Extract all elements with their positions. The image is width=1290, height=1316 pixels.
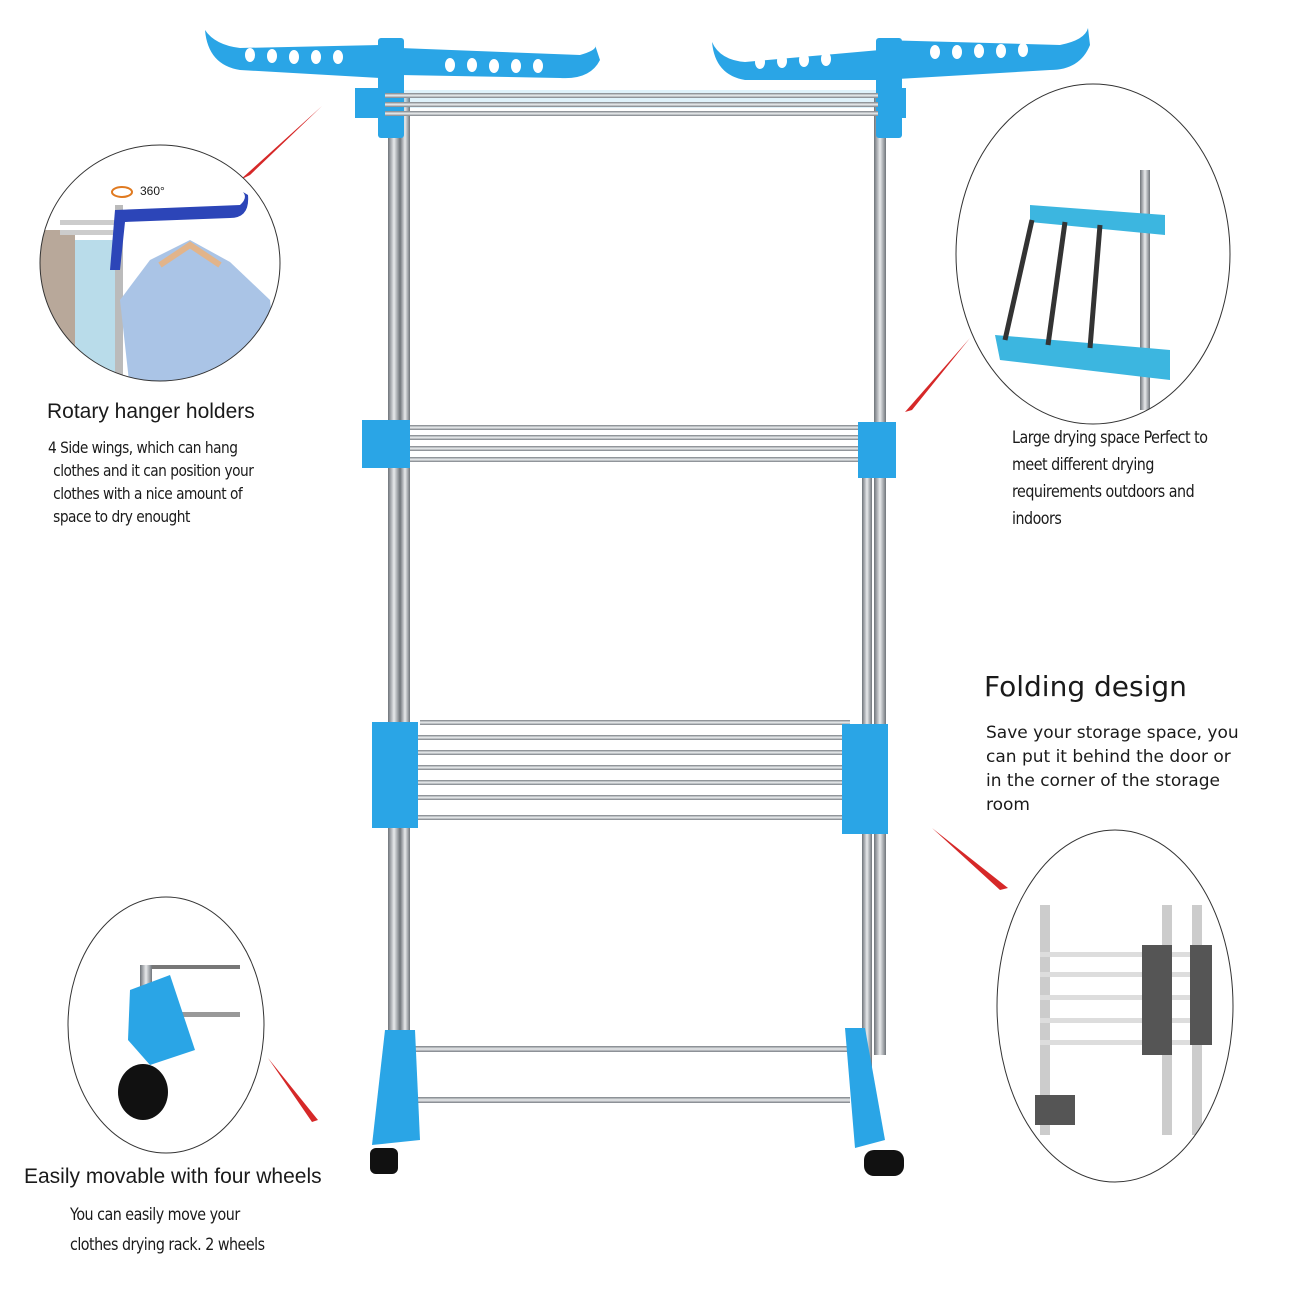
detail-wheels <box>67 896 265 1154</box>
folding-description: Save your storage space, you can put it … <box>986 723 1239 815</box>
rack-posts <box>388 95 886 1100</box>
hanger-wings <box>205 28 1090 138</box>
shelf-top <box>355 88 906 118</box>
drying-space-description: Large drying space Perfect to meet diffe… <box>1012 428 1208 529</box>
wheels-description: You can easily move your clothes drying … <box>70 1205 265 1255</box>
rotary-title: Rotary hanger holders <box>47 400 255 423</box>
detail-folding <box>996 829 1234 1183</box>
folding-title: Folding design <box>984 670 1187 703</box>
detail-drying-space <box>955 83 1231 425</box>
wheel-icon <box>864 1150 904 1176</box>
rotary-description: 4 Side wings, which can hang clothes and… <box>48 438 254 526</box>
wheels-title: Easily movable with four wheels <box>24 1165 322 1188</box>
wheel-icon <box>370 1148 398 1174</box>
shelf-middle <box>362 420 896 478</box>
shelf-folding <box>372 720 888 834</box>
detail-rotary-hanger <box>39 144 281 382</box>
base-frame <box>370 1028 904 1176</box>
rotation-badge: 360° <box>140 184 165 198</box>
pointer-arrows <box>240 106 1008 1122</box>
